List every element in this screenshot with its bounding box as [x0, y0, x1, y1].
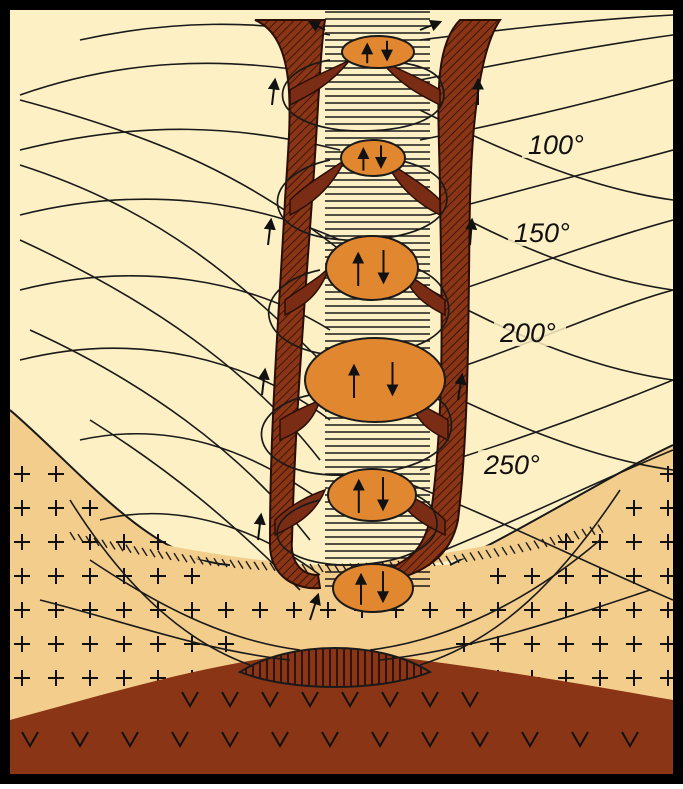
isotherm-label-100: 100° — [528, 130, 584, 160]
ore-body — [305, 338, 445, 422]
ore-body — [328, 469, 416, 521]
isotherm-label-150: 150° — [514, 218, 570, 248]
ore-body — [333, 564, 413, 612]
ore-body — [342, 36, 414, 68]
isotherm-label-200: 200° — [499, 318, 556, 348]
ore-body — [326, 236, 418, 300]
ore-body — [341, 140, 405, 176]
isotherm-label-250: 250° — [483, 450, 540, 480]
